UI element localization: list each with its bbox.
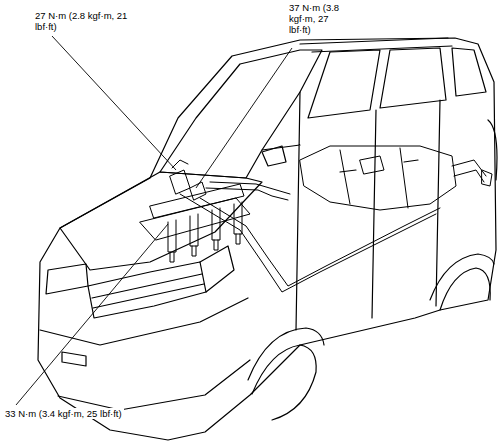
filler-neck	[452, 160, 486, 182]
door-handle	[340, 160, 418, 172]
leader-line	[196, 48, 292, 188]
leader-line	[52, 36, 176, 170]
hood	[60, 172, 262, 270]
injectors	[168, 202, 242, 262]
wheel-arch	[248, 254, 494, 380]
fuel-return-line	[200, 198, 440, 286]
torque-callout: 33 N·m (3.4 kgf·m, 25 lbf·ft)	[4, 408, 124, 419]
door-line	[262, 92, 440, 330]
rear-window	[452, 48, 486, 96]
filler-cap	[482, 170, 492, 186]
headlight	[200, 246, 234, 292]
side-window	[380, 48, 446, 108]
fuel-tank	[300, 146, 456, 210]
leader-line	[16, 224, 168, 405]
grille-slat	[92, 274, 204, 308]
grille	[88, 262, 206, 318]
front-wheel	[252, 345, 316, 420]
torque-callout: 27 N·m (2.8 kgf·m, 21 lbf·ft)	[34, 10, 148, 32]
fuel-filter	[170, 160, 190, 194]
windshield	[160, 50, 322, 178]
headlight	[46, 264, 88, 294]
bumper	[40, 298, 250, 410]
mirror	[262, 146, 286, 166]
torque-callout: 37 N·m (3.8 kgf·m, 27 lbf·ft)	[288, 2, 352, 35]
body-outline	[38, 38, 496, 440]
spare-tire	[488, 120, 497, 180]
fuel-pump	[360, 156, 384, 174]
evap-line	[206, 182, 290, 200]
rear-wheel	[440, 268, 490, 310]
side-window	[308, 50, 380, 118]
fog-light	[62, 352, 86, 366]
fuel-tank-strap	[340, 148, 408, 208]
